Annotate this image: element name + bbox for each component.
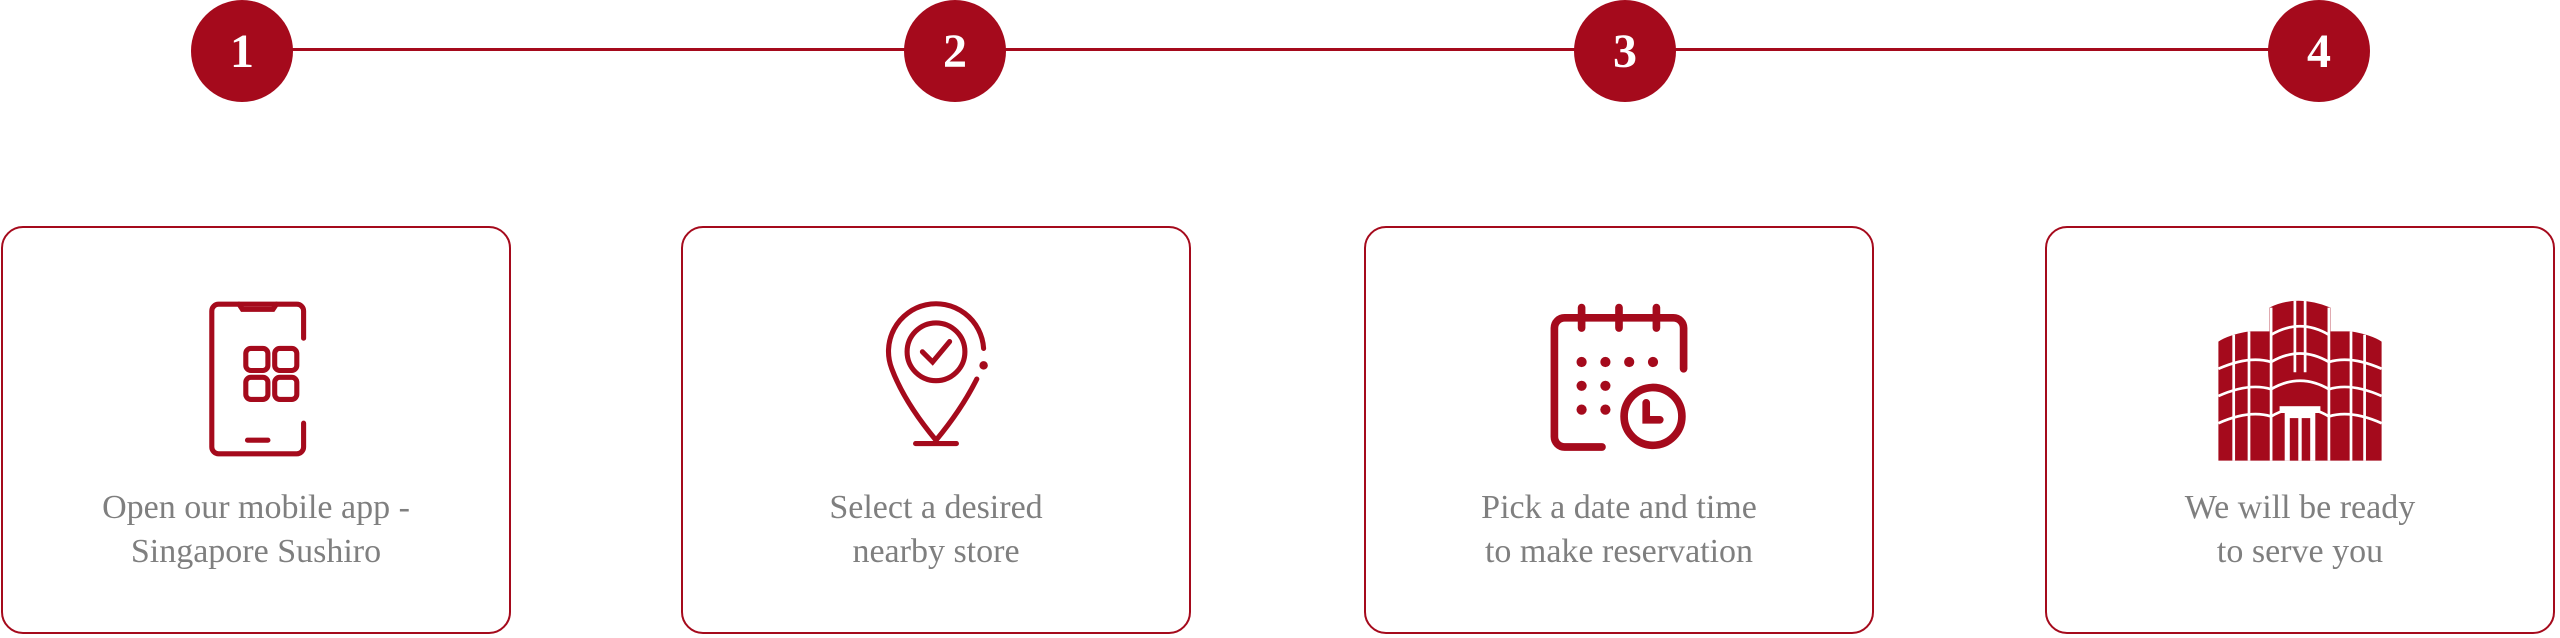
step-4-line-1: We will be ready <box>2184 489 2416 526</box>
step-2-line-1: Select a desired <box>829 489 1043 526</box>
step-1-description: Open our mobile app - Singapore Sushiro <box>3 486 509 574</box>
step-2-badge: 2 <box>904 0 1006 102</box>
step-4-badge: 4 <box>2268 0 2370 102</box>
step-4-description: We will be ready to serve you <box>2047 486 2553 574</box>
progress-connector-line <box>242 48 2319 51</box>
step-1-badge: 1 <box>191 0 293 102</box>
step-4-card: We will be ready to serve you <box>2045 226 2555 634</box>
step-3-badge: 3 <box>1574 0 1676 102</box>
step-4-line-2: to serve you <box>2216 533 2384 570</box>
step-1-card: Open our mobile app - Singapore Sushiro <box>1 226 511 634</box>
building-icon <box>2215 294 2385 464</box>
location-pin-check-icon <box>851 294 1021 464</box>
step-2-line-2: nearby store <box>852 533 1020 570</box>
step-3-description: Pick a date and time to make reservation <box>1366 486 1872 574</box>
step-2-card: Select a desired nearby store <box>681 226 1191 634</box>
step-3-line-2: to make reservation <box>1484 533 1754 570</box>
calendar-clock-icon <box>1534 294 1704 464</box>
mobile-app-icon <box>171 294 341 464</box>
step-1-line-1: Open our mobile app - <box>102 489 410 526</box>
step-3-card: Pick a date and time to make reservation <box>1364 226 1874 634</box>
step-1-line-2: Singapore Sushiro <box>130 533 382 570</box>
step-2-description: Select a desired nearby store <box>683 486 1189 574</box>
step-3-line-1: Pick a date and time <box>1481 489 1757 526</box>
